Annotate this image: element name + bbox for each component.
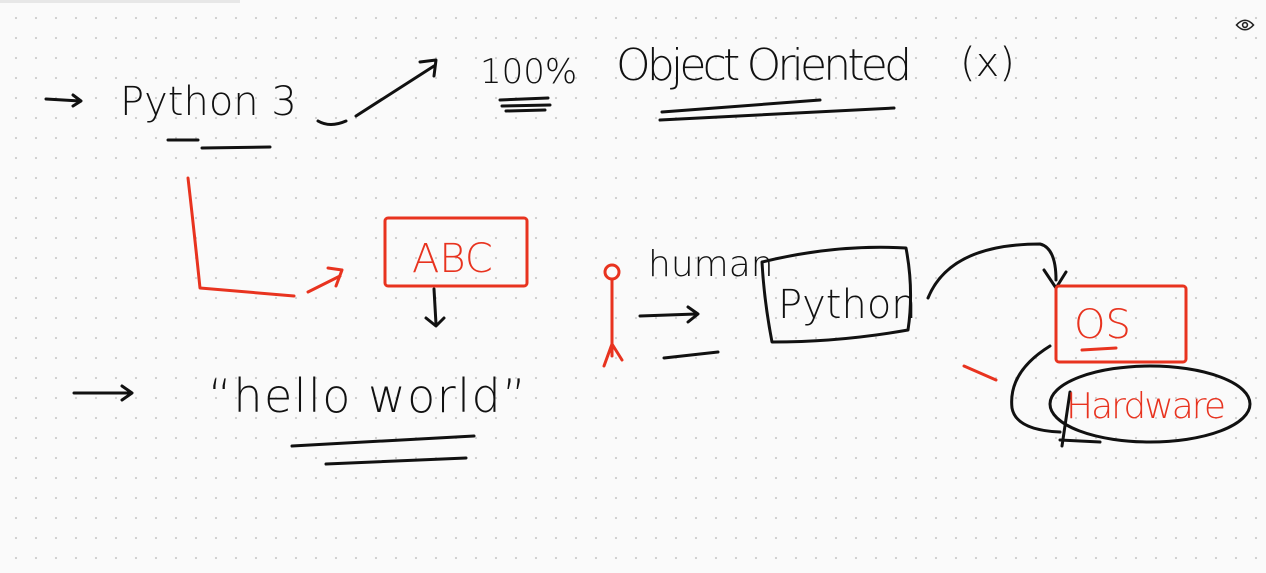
percent-text: 100%	[480, 52, 577, 92]
python3-underline	[166, 138, 272, 150]
object-oriented-text: Object Oriented	[616, 40, 912, 91]
red-arrow-to-abc	[186, 176, 344, 298]
arrow-python-to-os	[926, 242, 1068, 300]
human-text: human	[648, 244, 774, 285]
abc-text: ABC	[412, 236, 493, 282]
human-stick-figure	[602, 263, 624, 368]
red-dash	[962, 364, 998, 382]
arrow-to-python3	[44, 93, 83, 108]
hardware-shape: Hardware	[1010, 344, 1252, 448]
python3-text: Python 3	[120, 79, 297, 125]
abc-box: ABC	[383, 216, 529, 288]
arrow-abc-down	[424, 287, 446, 328]
os-text: OS	[1074, 302, 1131, 348]
percent-underline	[498, 96, 552, 113]
hello-world-text: “hello world”	[208, 369, 526, 423]
hello-world-underline	[290, 434, 476, 466]
arrow-to-hello-world	[72, 384, 134, 402]
python-box-text: Python	[778, 282, 917, 328]
python-box: Python	[760, 245, 917, 344]
object-oriented-underline	[658, 98, 896, 122]
arrow-human-to-python	[638, 305, 720, 360]
x-mark-text: (x)	[960, 40, 1015, 86]
view-toggle-button[interactable]	[1232, 13, 1258, 37]
top-strip	[0, 0, 240, 3]
hardware-text: Hardware	[1066, 386, 1226, 427]
eye-icon	[1235, 19, 1255, 31]
os-box: OS	[1054, 284, 1188, 364]
arrow-to-object-oriented	[316, 58, 438, 126]
